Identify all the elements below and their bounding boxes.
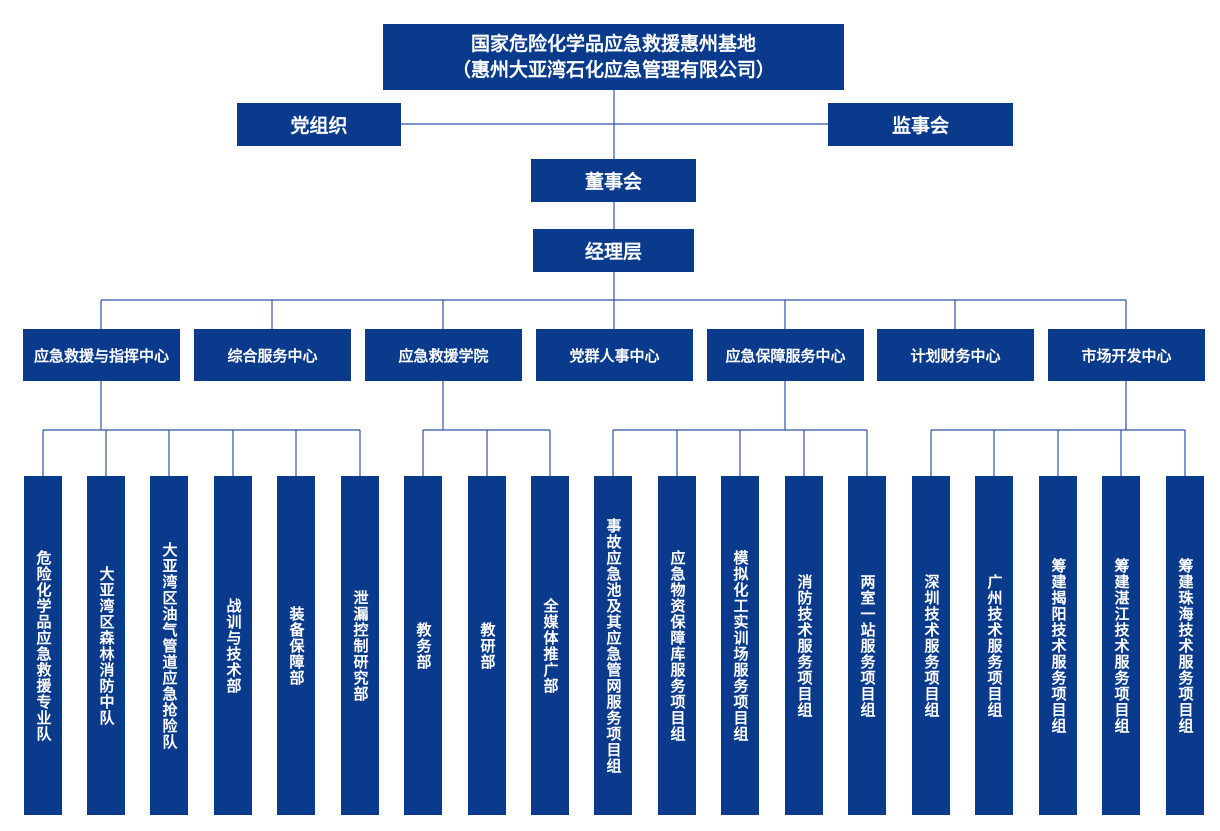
- center-node: 计划财务中心: [877, 329, 1034, 381]
- management-node: 经理层: [533, 229, 694, 272]
- root-node: 国家危险化学品应急救援惠州基地 （惠州大亚湾石化应急管理有限公司）: [383, 24, 844, 90]
- department-node: 大亚湾区油气管道应急抢险队: [150, 476, 188, 815]
- department-node: 筹建湛江技术服务项目组: [1102, 476, 1140, 815]
- center-node: 应急救援学院: [365, 329, 522, 381]
- center-node: 应急救援与指挥中心: [23, 329, 180, 381]
- department-node: 深圳技术服务项目组: [912, 476, 950, 815]
- root-subname: （惠州大亚湾石化应急管理有限公司）: [451, 59, 775, 81]
- root-name: 国家危险化学品应急救援惠州基地: [470, 33, 756, 55]
- department-node: 泄漏控制研究部: [341, 476, 379, 815]
- center-node: 市场开发中心: [1048, 329, 1205, 381]
- department-node: 广州技术服务项目组: [975, 476, 1013, 815]
- department-node: 筹建珠海技术服务项目组: [1166, 476, 1204, 815]
- department-node: 应急物资保障库服务项目组: [658, 476, 696, 815]
- party-organization-node: 党组织: [237, 103, 401, 146]
- department-node: 教务部: [404, 476, 442, 815]
- department-node: 全媒体推广部: [531, 476, 569, 815]
- department-node: 消防技术服务项目组: [785, 476, 823, 815]
- department-node: 模拟化工实训场服务项目组: [721, 476, 759, 815]
- department-node: 两室一站服务项目组: [848, 476, 886, 815]
- department-node: 筹建揭阳技术服务项目组: [1039, 476, 1077, 815]
- center-node: 应急保障服务中心: [707, 329, 864, 381]
- department-node: 事故应急池及其应急管网服务项目组: [594, 476, 632, 815]
- department-node: 危险化学品应急救援专业队: [24, 476, 62, 815]
- center-node: 党群人事中心: [536, 329, 693, 381]
- center-node: 综合服务中心: [194, 329, 351, 381]
- board-of-directors-node: 董事会: [531, 159, 696, 202]
- department-node: 战训与技术部: [214, 476, 252, 815]
- supervisory-board-node: 监事会: [828, 103, 1013, 146]
- department-node: 教研部: [468, 476, 506, 815]
- department-node: 大亚湾区森林消防中队: [87, 476, 125, 815]
- department-node: 装备保障部: [277, 476, 315, 815]
